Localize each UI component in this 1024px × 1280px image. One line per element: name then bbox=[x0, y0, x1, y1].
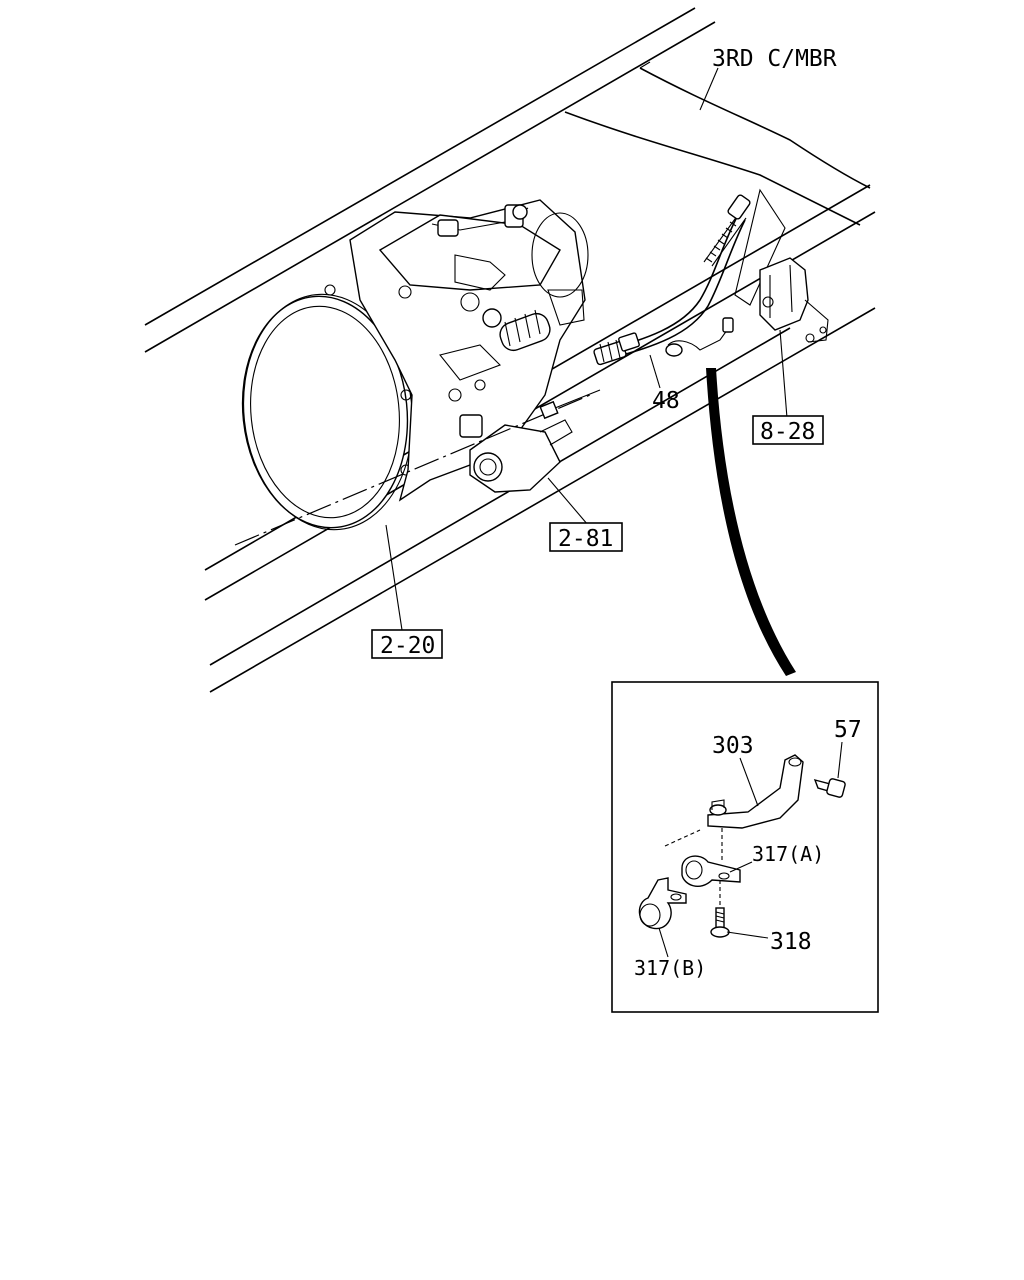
callout-2-81: 2-81 bbox=[549, 522, 623, 552]
part-317a-label: 317(A) bbox=[752, 842, 824, 866]
third-crossmember bbox=[564, 61, 871, 226]
callout-2-20: 2-20 bbox=[371, 629, 443, 659]
clip-317b bbox=[638, 877, 687, 930]
callout-8-28-text: 8-28 bbox=[760, 419, 815, 445]
label-3rd-cmbr: 3RD C/MBR bbox=[712, 46, 837, 72]
part-318-label: 318 bbox=[770, 929, 812, 955]
callout-2-81-text: 2-81 bbox=[558, 526, 613, 552]
callout-leaders bbox=[385, 329, 788, 631]
detail-inset: 303 57 317(A) 318 317(B) bbox=[611, 681, 879, 1013]
hose-clip-small bbox=[665, 317, 734, 357]
bracket-303 bbox=[707, 754, 804, 829]
clutch-hose-48 bbox=[593, 188, 786, 366]
part-48-label: 48 bbox=[652, 388, 680, 414]
part-57-label: 57 bbox=[834, 717, 862, 743]
transmission-assembly bbox=[234, 199, 601, 546]
detail-arrow bbox=[706, 368, 796, 676]
mount-bracket-8-28 bbox=[759, 257, 829, 343]
part-303-label: 303 bbox=[712, 733, 754, 759]
callout-2-20-text: 2-20 bbox=[380, 633, 435, 659]
callout-8-28: 8-28 bbox=[752, 415, 824, 445]
leader-3rd-cmbr bbox=[699, 67, 719, 111]
part-317b-label: 317(B) bbox=[634, 956, 706, 980]
